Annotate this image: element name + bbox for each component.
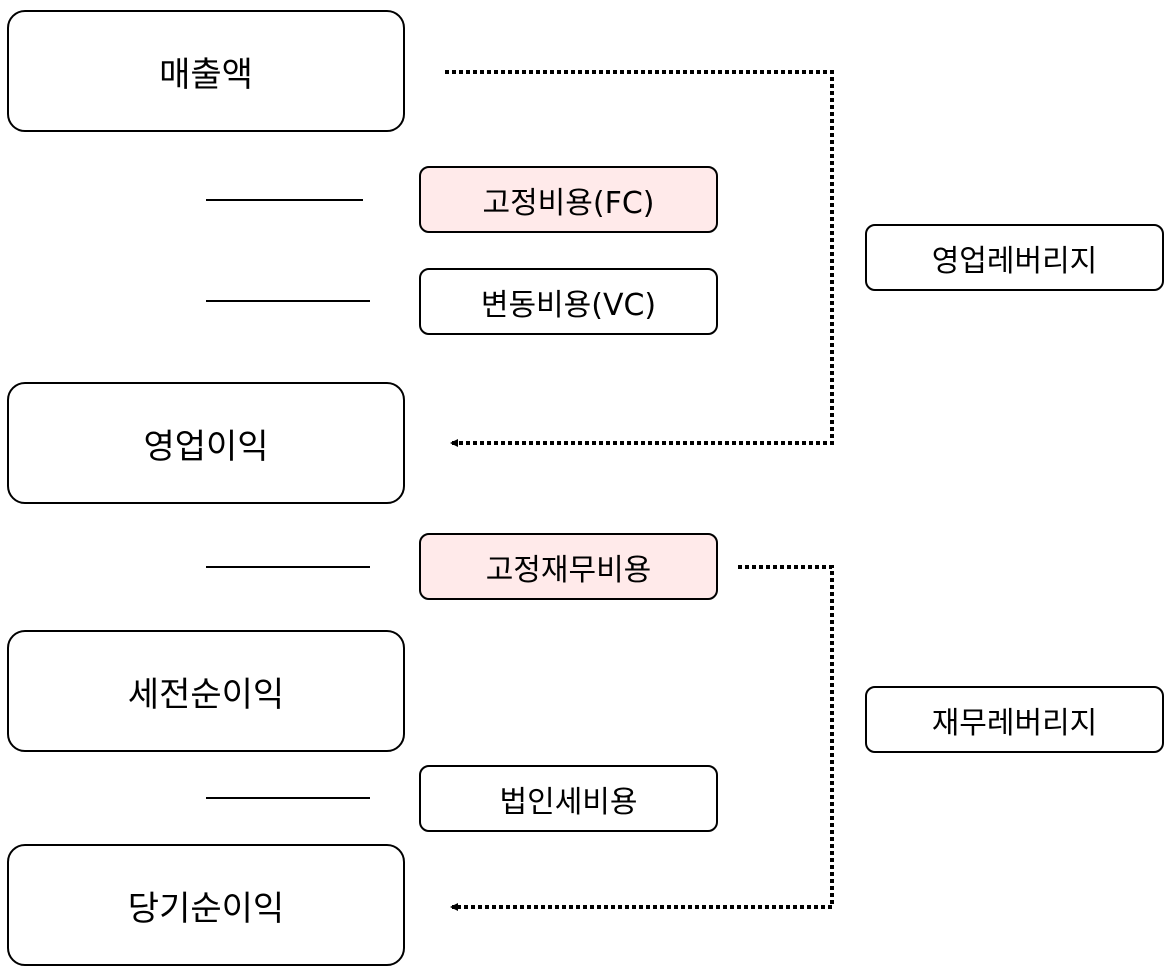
net-income-box: 당기순이익 (7, 844, 405, 966)
operating-leverage-label: 영업레버리지 (931, 243, 1098, 279)
sales-label: 매출액 (159, 54, 253, 95)
variable-cost-box: 변동비용(VC) (419, 268, 718, 335)
fixed-cost-label: 고정비용(FC) (482, 185, 655, 221)
fixed-cost-box: 고정비용(FC) (419, 166, 718, 233)
operating-income-box: 영업이익 (7, 382, 405, 504)
financial-leverage-box: 재무레버리지 (865, 686, 1164, 753)
sales-box: 매출액 (7, 10, 405, 132)
financial-leverage-bracket (450, 565, 834, 911)
financial-leverage-label: 재무레버리지 (931, 705, 1098, 741)
fixed-financial-cost-label: 고정재무비용 (485, 552, 652, 588)
pretax-income-box: 세전순이익 (7, 630, 405, 752)
income-tax-box: 법인세비용 (419, 765, 718, 832)
variable-cost-label: 변동비용(VC) (480, 287, 657, 323)
operating-leverage-bracket (445, 70, 834, 447)
fixed-financial-cost-box: 고정재무비용 (419, 533, 718, 600)
pretax-income-label: 세전순이익 (127, 674, 285, 715)
income-tax-label: 법인세비용 (499, 784, 638, 820)
operating-income-label: 영업이익 (143, 426, 269, 467)
operating-leverage-box: 영업레버리지 (865, 224, 1164, 291)
net-income-label: 당기순이익 (127, 888, 285, 929)
